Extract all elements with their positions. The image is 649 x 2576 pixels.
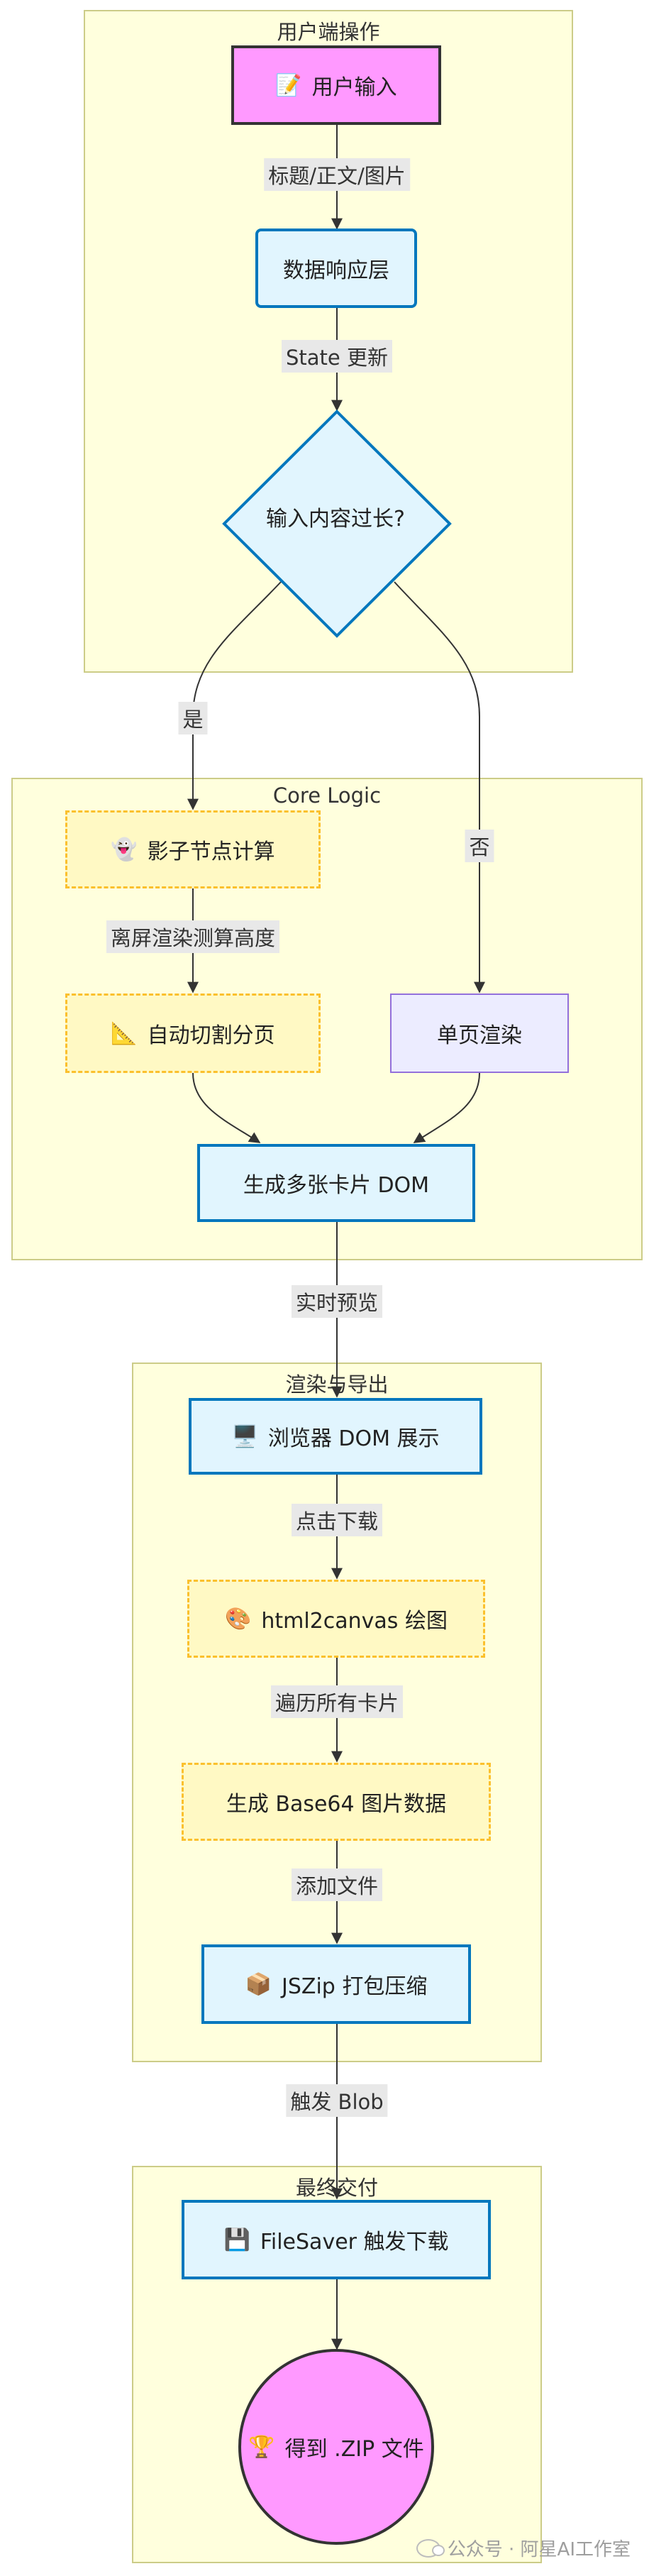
node-data-layer: 数据响应层: [255, 229, 417, 308]
floppy-disk-icon: 💾: [223, 2227, 250, 2252]
node-data-layer-label: 数据响应层: [283, 258, 389, 283]
node-filesaver: 💾 FileSaver 触发下载: [182, 2200, 491, 2279]
cluster-title-core-logic: Core Logic: [272, 783, 382, 808]
node-browser-dom: 🖥️ 浏览器 DOM 展示: [189, 1398, 482, 1475]
edge-label-no: 否: [465, 830, 494, 862]
node-base64: 生成 Base64 图片数据: [182, 1763, 491, 1841]
node-zip-file: 🏆 得到 .ZIP 文件: [238, 2349, 434, 2545]
edge-label-offscreen-measure: 离屏渲染测算高度: [106, 920, 280, 953]
node-base64-label: 生成 Base64 图片数据: [226, 1792, 447, 1817]
node-user-input: 📝 用户输入: [231, 45, 441, 125]
node-too-long-label: 输入内容过长?: [266, 507, 405, 532]
package-icon: 📦: [245, 1971, 272, 1997]
node-zip-file-label: 得到 .ZIP 文件: [284, 2437, 424, 2462]
node-shadow-calc-label: 影子节点计算: [147, 840, 275, 864]
edge-label-add-files: 添加文件: [291, 1868, 383, 1901]
trophy-icon: 🏆: [248, 2434, 275, 2460]
wechat-icon: [416, 2538, 445, 2558]
edge-label-realtime-preview: 实时预览: [291, 1285, 383, 1318]
edge-label-click-download: 点击下载: [291, 1504, 383, 1536]
triangle-ruler-icon: 📐: [111, 1020, 138, 1046]
node-gen-cards: 生成多张卡片 DOM: [197, 1144, 475, 1222]
cluster-title-render-export: 渲染与导出: [285, 1372, 389, 1397]
node-shadow-calc: 👻 影子节点计算: [65, 810, 321, 888]
palette-icon: 🎨: [225, 1606, 252, 1631]
watermark: 公众号 · 阿星AI工作室: [416, 2535, 631, 2561]
node-user-input-label: 用户输入: [311, 75, 397, 100]
node-filesaver-label: FileSaver 触发下载: [260, 2230, 449, 2255]
node-auto-split-label: 自动切割分页: [147, 1023, 275, 1048]
edge-label-yes: 是: [178, 702, 208, 734]
desktop-computer-icon: 🖥️: [231, 1424, 258, 1449]
cluster-title-user-ops: 用户端操作: [277, 20, 380, 44]
edge-label-title-body-image: 标题/正文/图片: [264, 158, 410, 191]
node-auto-split: 📐 自动切割分页: [65, 993, 321, 1073]
watermark-text: 公众号 · 阿星AI工作室: [447, 2539, 631, 2560]
node-single-render-label: 单页渲染: [437, 1023, 522, 1048]
node-gen-cards-label: 生成多张卡片 DOM: [243, 1173, 430, 1198]
edge-label-iterate-cards: 遍历所有卡片: [270, 1685, 404, 1718]
node-jszip-label: JSZip 打包压缩: [282, 1974, 428, 1999]
node-html2canvas: 🎨 html2canvas 绘图: [187, 1580, 485, 1658]
edge-label-trigger-blob: 触发 Blob: [286, 2084, 388, 2117]
memo-icon: 📝: [275, 72, 302, 98]
edge-label-state-update: State 更新: [282, 340, 392, 373]
ghost-icon: 👻: [111, 837, 138, 862]
node-html2canvas-label: html2canvas 绘图: [261, 1609, 448, 1634]
node-jszip: 📦 JSZip 打包压缩: [201, 1944, 471, 2024]
node-browser-dom-label: 浏览器 DOM 展示: [267, 1426, 440, 1451]
node-single-render: 单页渲染: [390, 993, 569, 1073]
cluster-title-delivery: 最终交付: [295, 2176, 378, 2200]
